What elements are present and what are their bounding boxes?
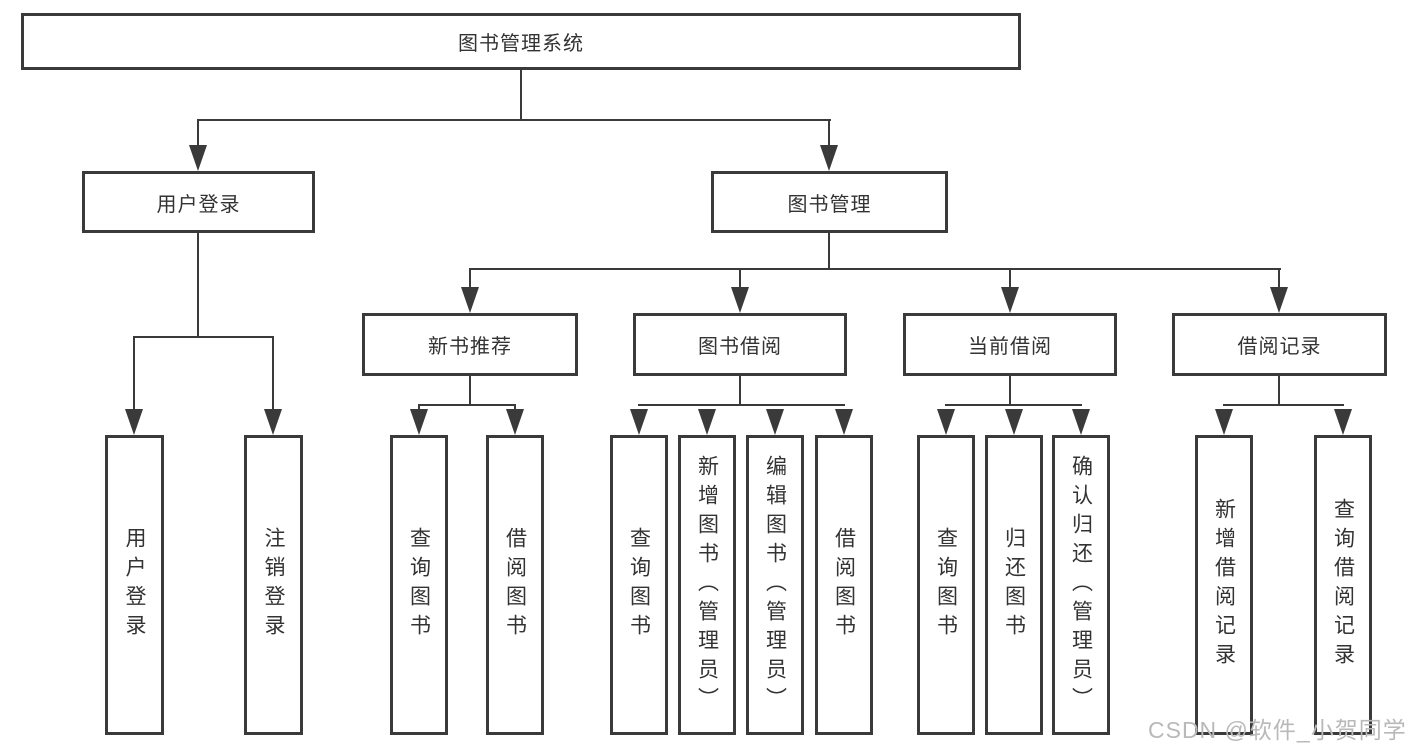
arrowhead-down-icon	[766, 409, 784, 435]
connector-line	[197, 119, 199, 149]
leaf-borrow-book-newrec: 借阅图书	[486, 435, 544, 735]
leaf-logout: 注销登录	[244, 435, 303, 735]
arrowhead-down-icon	[835, 409, 853, 435]
connector-line	[739, 376, 741, 406]
arrowhead-down-icon	[937, 409, 955, 435]
arrowhead-down-icon	[1001, 287, 1019, 313]
arrowhead-down-icon	[1005, 409, 1023, 435]
node-book-management: 图书管理	[711, 171, 948, 233]
node-user-login: 用户登录	[82, 171, 315, 233]
node-root: 图书管理系统	[21, 13, 1021, 70]
connector-line	[828, 119, 830, 149]
arrowhead-down-icon	[698, 409, 716, 435]
leaf-query-book-current: 查询图书	[917, 435, 975, 735]
connector-line	[197, 233, 199, 337]
arrowhead-down-icon	[1215, 409, 1233, 435]
leaf-add-book-admin: 新增图书（管理员）	[678, 435, 736, 735]
leaf-user-login: 用户登录	[105, 435, 164, 735]
arrowhead-down-icon	[506, 409, 524, 435]
arrowhead-down-icon	[731, 287, 749, 313]
connector-line	[133, 336, 135, 412]
arrowhead-down-icon	[820, 145, 838, 171]
connector-line	[1278, 268, 1280, 290]
connector-line	[418, 404, 516, 406]
arrowhead-down-icon	[1270, 287, 1288, 313]
arrowhead-down-icon	[264, 409, 282, 435]
connector-line	[638, 404, 845, 406]
connector-line	[1223, 404, 1344, 406]
connector-line	[739, 268, 741, 290]
leaf-edit-book-admin: 编辑图书（管理员）	[746, 435, 804, 735]
connector-line	[469, 376, 471, 406]
csdn-watermark: CSDN @软件_小贺同学	[1148, 717, 1405, 743]
connector-line	[133, 336, 274, 338]
leaf-confirm-return-admin: 确认归还（管理员）	[1052, 435, 1110, 735]
connector-line	[197, 119, 831, 121]
leaf-return-book: 归还图书	[985, 435, 1043, 735]
arrowhead-down-icon	[410, 409, 428, 435]
arrowhead-down-icon	[1072, 409, 1090, 435]
connector-line	[469, 268, 1281, 270]
arrowhead-down-icon	[630, 409, 648, 435]
node-new-book-recommendation: 新书推荐	[362, 313, 578, 376]
connector-line	[418, 404, 420, 412]
leaf-borrow-book-borrowing: 借阅图书	[815, 435, 873, 735]
connector-line	[469, 268, 471, 290]
arrowhead-down-icon	[125, 409, 143, 435]
connector-line	[514, 404, 516, 412]
node-borrowing-records: 借阅记录	[1172, 313, 1387, 376]
connector-line	[1009, 376, 1011, 406]
leaf-query-borrow-record: 查询借阅记录	[1314, 435, 1372, 735]
connector-line	[520, 70, 522, 120]
arrowhead-down-icon	[189, 145, 207, 171]
connector-line	[272, 336, 274, 412]
arrowhead-down-icon	[461, 287, 479, 313]
connector-line	[1009, 268, 1011, 290]
leaf-query-book-newrec: 查询图书	[390, 435, 448, 735]
connector-line	[945, 404, 1082, 406]
leaf-add-borrow-record: 新增借阅记录	[1195, 435, 1253, 735]
node-book-borrowing: 图书借阅	[633, 313, 847, 376]
node-current-borrowing: 当前借阅	[903, 313, 1117, 376]
arrowhead-down-icon	[1334, 409, 1352, 435]
leaf-query-book-borrowing: 查询图书	[610, 435, 668, 735]
connector-line	[828, 233, 830, 269]
connector-line	[1278, 376, 1280, 406]
